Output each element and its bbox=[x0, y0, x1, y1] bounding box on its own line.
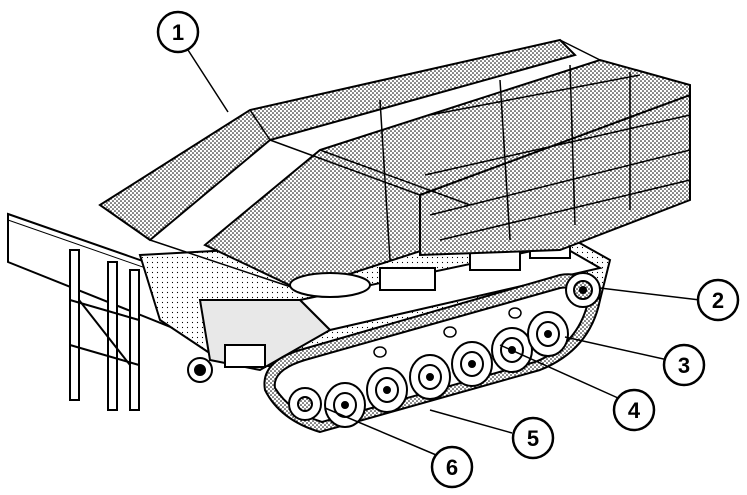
callout-1-label: 1 bbox=[172, 20, 184, 45]
callout-3: 3 bbox=[662, 343, 706, 387]
callout-2: 2 bbox=[696, 278, 740, 322]
road-wheels bbox=[324, 311, 569, 428]
callout-3-label: 3 bbox=[678, 353, 690, 378]
callout-4-label: 4 bbox=[628, 398, 641, 423]
idler-wheel bbox=[288, 387, 322, 421]
callout-6-label: 6 bbox=[446, 455, 458, 480]
callout-6: 6 bbox=[430, 445, 474, 489]
leader-lines bbox=[187, 49, 701, 461]
blade-support-stand bbox=[69, 249, 140, 411]
callout-4: 4 bbox=[612, 388, 656, 432]
callout-2-label: 2 bbox=[712, 288, 724, 313]
support-rollers bbox=[373, 307, 522, 358]
callout-1: 1 bbox=[156, 10, 200, 54]
scissors-bridge bbox=[98, 38, 691, 298]
drive-sprocket bbox=[565, 272, 601, 308]
stabilizer-blade bbox=[7, 212, 204, 411]
callout-5-label: 5 bbox=[527, 426, 539, 451]
callout-5: 5 bbox=[511, 416, 555, 460]
